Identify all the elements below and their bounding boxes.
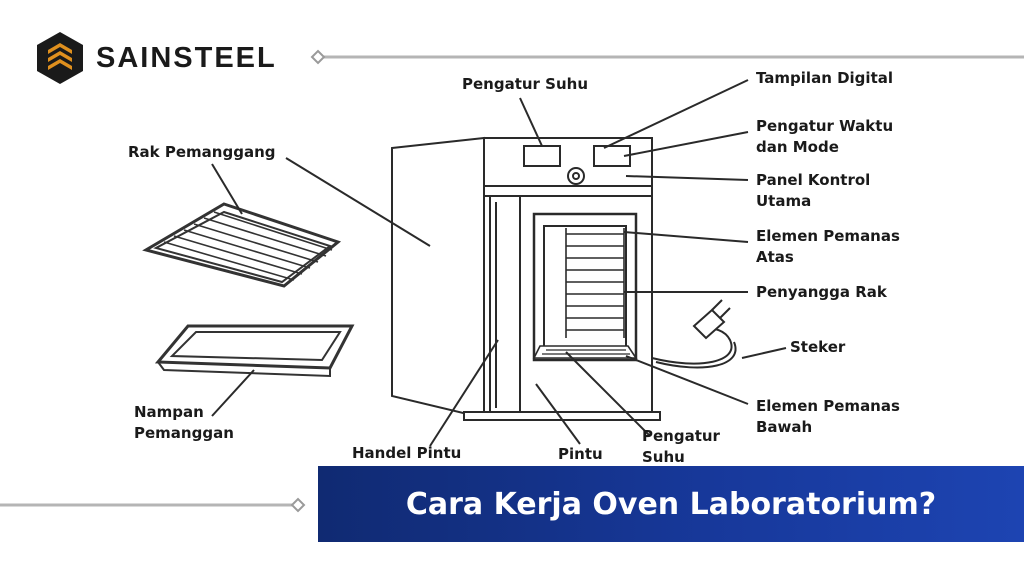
- label-steker: Steker: [790, 338, 846, 356]
- label-panel-kontrol: Panel Kontrol Utama: [756, 170, 870, 212]
- label-elemen-atas-line2: Atas: [756, 248, 794, 266]
- grill-rack: [142, 202, 342, 288]
- label-pengatur-suhu-bottom-line1: Pengatur: [642, 427, 720, 445]
- label-nampan-line2: Pemanggan: [134, 424, 234, 442]
- label-handel-pintu: Handel Pintu: [352, 444, 462, 462]
- bottom-divider: [0, 497, 306, 513]
- banner-title: Cara Kerja Oven Laboratorium?: [405, 486, 937, 522]
- label-pengatur-waktu: Pengatur Waktu dan Mode: [756, 116, 893, 158]
- label-elemen-bawah-line2: Bawah: [756, 418, 813, 436]
- leader-lines: [211, 79, 787, 447]
- label-pengatur-suhu-bottom-line2: Suhu: [642, 448, 685, 466]
- top-divider: [310, 49, 1024, 65]
- label-pengatur-suhu-bottom: Pengatur Suhu: [642, 426, 720, 468]
- label-pengatur-waktu-line2: dan Mode: [756, 138, 839, 156]
- label-elemen-bawah: Elemen Pemanas Bawah: [756, 396, 900, 438]
- oven-body: [391, 136, 661, 421]
- brand-logo: SAINSTEEL: [34, 30, 277, 86]
- label-nampan: Nampan Pemanggan: [134, 402, 234, 444]
- label-elemen-bawah-line1: Elemen Pemanas: [756, 397, 900, 415]
- label-elemen-atas: Elemen Pemanas Atas: [756, 226, 900, 268]
- label-nampan-line1: Nampan: [134, 403, 204, 421]
- label-penyangga-rak: Penyangga Rak: [756, 283, 887, 301]
- label-panel-kontrol-line1: Panel Kontrol: [756, 171, 871, 189]
- label-pengatur-waktu-line1: Pengatur Waktu: [756, 117, 894, 135]
- label-pintu: Pintu: [558, 445, 603, 463]
- label-pengatur-suhu-top: Pengatur Suhu: [462, 75, 589, 93]
- brand-name: SAINSTEEL: [96, 41, 277, 74]
- title-banner: Cara Kerja Oven Laboratorium?: [318, 466, 1024, 542]
- plug-cable: [651, 299, 737, 369]
- tray: [154, 324, 355, 378]
- label-tampilan-digital: Tampilan Digital: [756, 69, 893, 87]
- label-rak-pemanggang: Rak Pemanggang: [128, 143, 276, 161]
- hexagon-logo-icon: [37, 32, 83, 84]
- label-panel-kontrol-line2: Utama: [756, 192, 812, 210]
- label-elemen-atas-line1: Elemen Pemanas: [756, 227, 900, 245]
